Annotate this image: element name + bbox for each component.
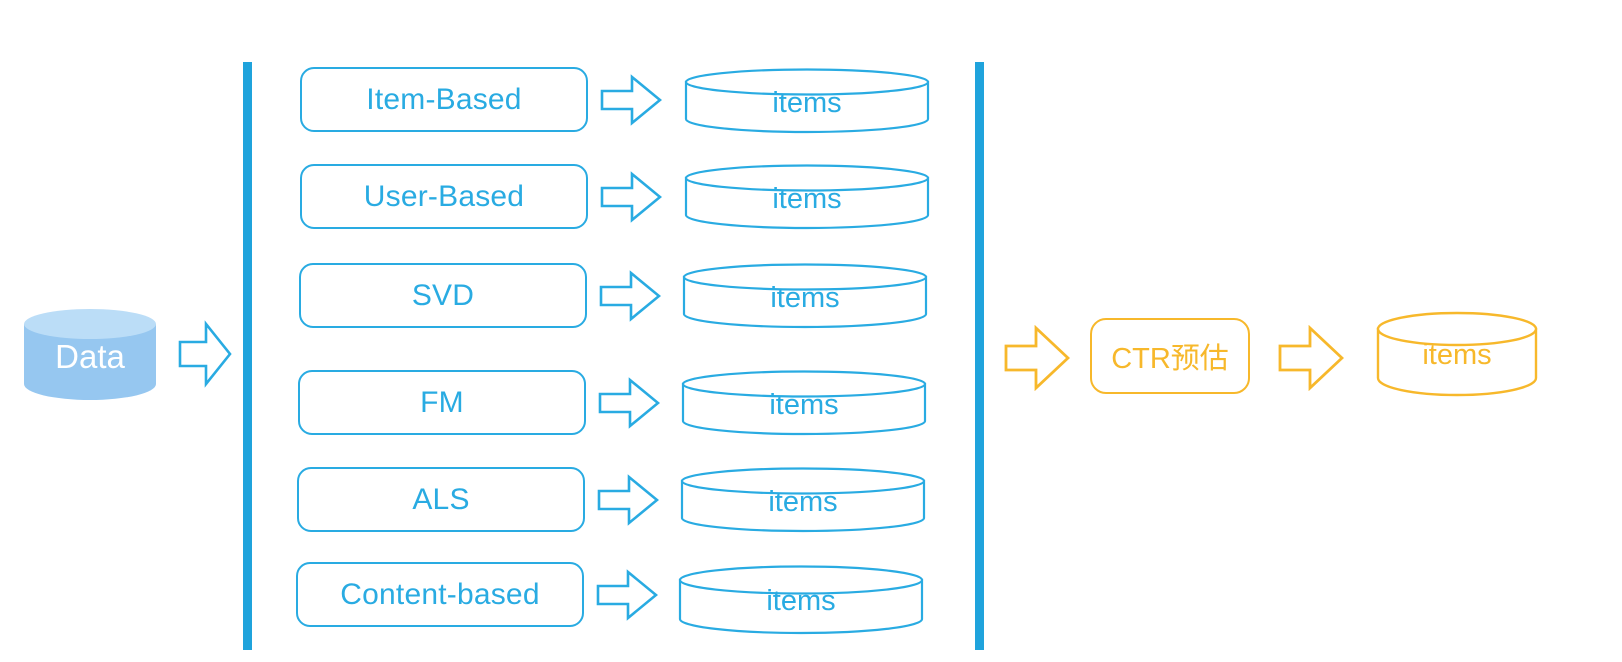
right-block-arrow-icon bbox=[597, 474, 659, 526]
algorithm-box[interactable]: SVD bbox=[299, 263, 587, 328]
data-source-cylinder: Data bbox=[22, 308, 158, 400]
items-cylinder: items bbox=[682, 263, 928, 331]
algorithm-label: SVD bbox=[411, 278, 475, 312]
left-separator-bar bbox=[243, 62, 252, 650]
algorithm-label: Content-based bbox=[340, 577, 540, 611]
items-cylinder: items bbox=[678, 565, 924, 637]
algorithm-label: Item-Based bbox=[366, 82, 522, 116]
items-cylinder: items bbox=[684, 164, 930, 232]
right-block-arrow-icon bbox=[598, 377, 660, 429]
right-block-arrow-icon bbox=[178, 320, 232, 388]
right-block-arrow-icon bbox=[1004, 325, 1070, 391]
right-block-arrow-icon bbox=[1278, 325, 1344, 391]
items-cylinder: items bbox=[680, 467, 926, 535]
ctr-prediction-label: CTR预估 bbox=[1111, 343, 1229, 375]
items-cylinder: items bbox=[684, 68, 930, 136]
ranked-items-cylinder: items bbox=[1376, 311, 1538, 400]
algorithm-box[interactable]: Item-Based bbox=[300, 67, 588, 132]
algorithm-box[interactable]: FM bbox=[298, 370, 586, 435]
algorithm-label: ALS bbox=[412, 482, 470, 516]
right-separator-bar bbox=[975, 62, 984, 650]
algorithm-label: User-Based bbox=[363, 179, 525, 213]
right-block-arrow-icon bbox=[596, 569, 658, 621]
algorithm-box[interactable]: User-Based bbox=[300, 164, 588, 229]
right-block-arrow-icon bbox=[600, 171, 662, 223]
right-block-arrow-icon bbox=[599, 270, 661, 322]
algorithm-box[interactable]: ALS bbox=[297, 467, 585, 532]
algorithm-label: FM bbox=[420, 385, 464, 419]
algorithm-box[interactable]: Content-based bbox=[296, 562, 584, 627]
right-block-arrow-icon bbox=[600, 74, 662, 126]
items-cylinder: items bbox=[681, 370, 927, 438]
ctr-prediction-box[interactable]: CTR预估 bbox=[1090, 318, 1250, 394]
